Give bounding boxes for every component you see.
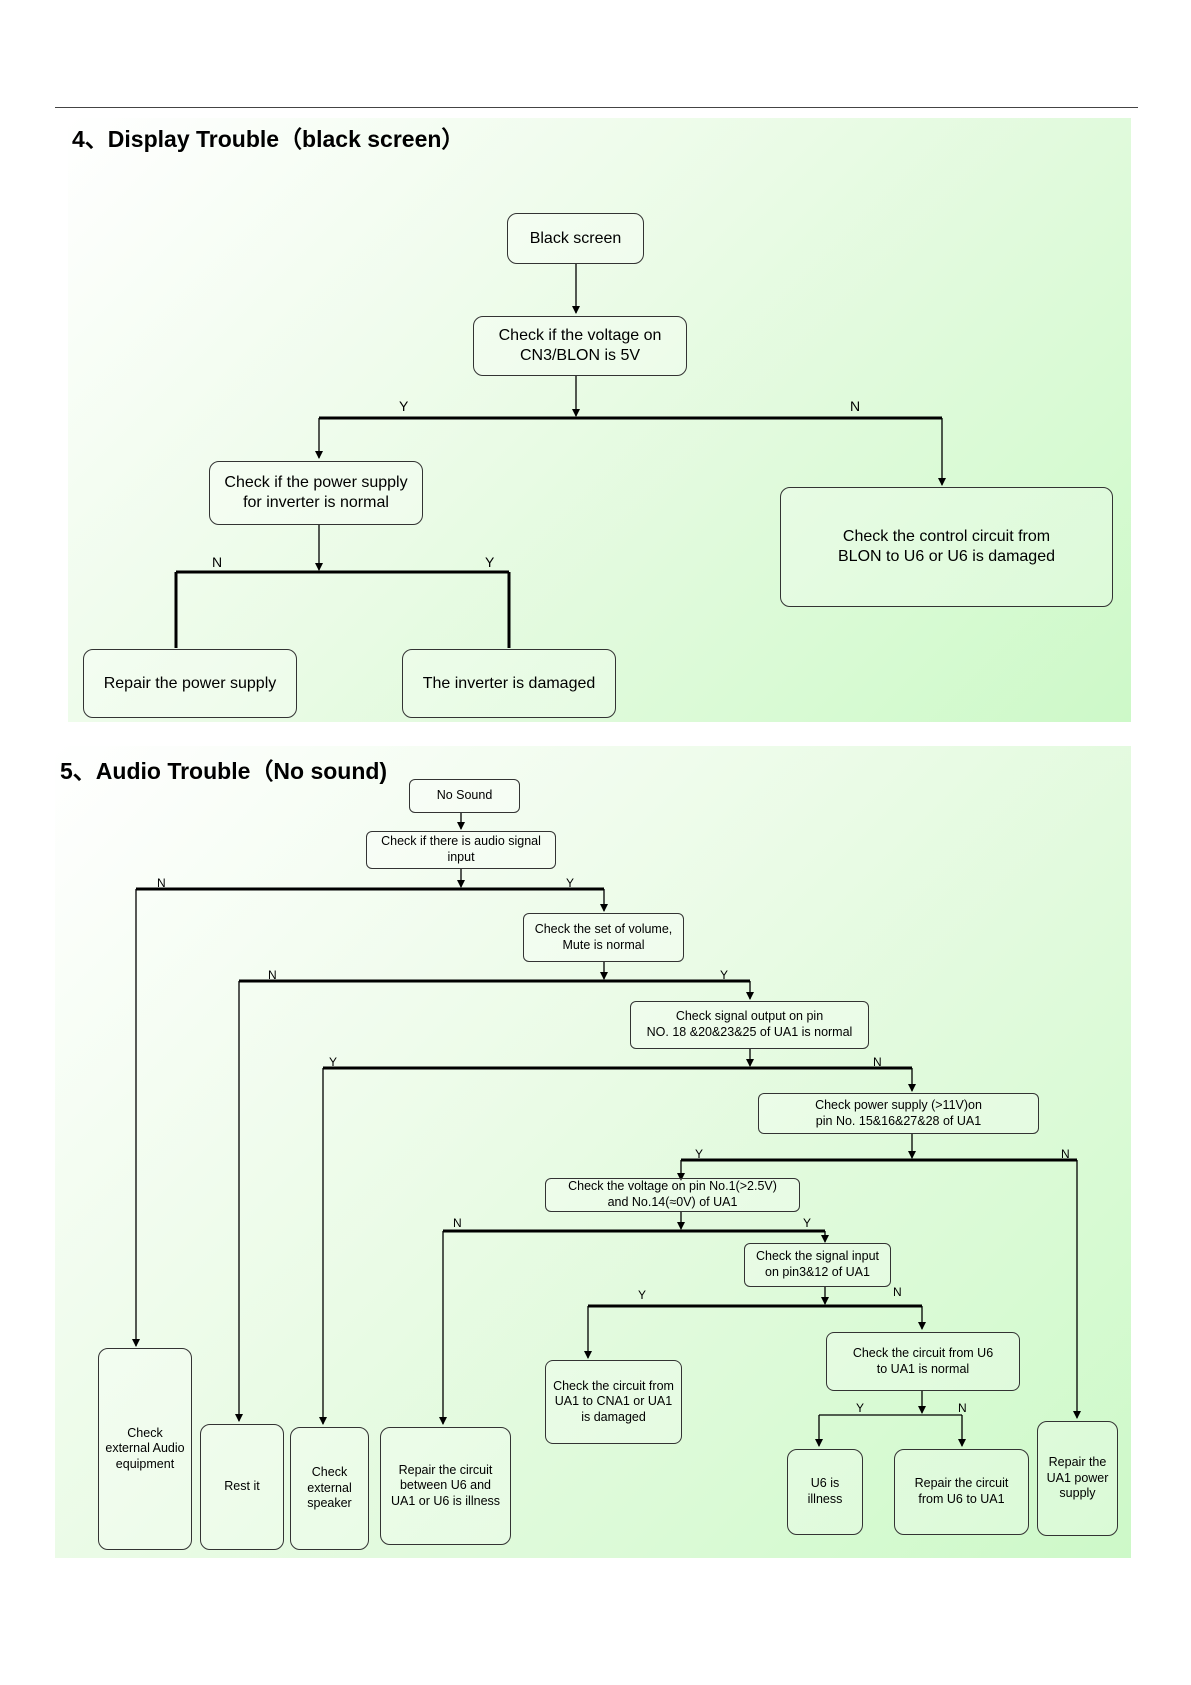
node-check-signal-input-pins: Check the signal input on pin3&12 of UA1 <box>744 1243 891 1287</box>
node-check-circuit-u6-ua1: Check the circuit from U6 to UA1 is norm… <box>826 1332 1020 1391</box>
branch-label-y: Y <box>566 876 575 890</box>
branch-label-y: Y <box>638 1288 647 1302</box>
node-check-audio-signal-input: Check if there is audio signal input <box>366 831 556 869</box>
node-check-voltage-cn3-blon: Check if the voltage on CN3/BLON is 5V <box>473 316 687 376</box>
branch-label-y: Y <box>856 1401 865 1415</box>
node-check-circuit-ua1-cna1: Check the circuit from UA1 to CNA1 or UA… <box>545 1360 682 1444</box>
branch-label-n: N <box>212 554 223 570</box>
branch-label-n: N <box>157 876 166 890</box>
node-rest-it: Rest it <box>200 1424 284 1550</box>
node-check-external-speaker: Check external speaker <box>290 1427 369 1550</box>
node-u6-illness: U6 is illness <box>787 1449 863 1535</box>
node-check-volume-mute: Check the set of volume, Mute is normal <box>523 913 684 962</box>
node-black-screen: Black screen <box>507 213 644 264</box>
node-repair-circuit-between-u6-ua1: Repair the circuit between U6 and UA1 or… <box>380 1427 511 1545</box>
section4-heading: 4、Display Trouble（black screen） <box>72 126 465 152</box>
branch-label-n: N <box>850 398 861 414</box>
section4-panel <box>68 118 1131 722</box>
node-check-external-audio-equipment: Check external Audio equipment <box>98 1348 192 1550</box>
branch-label-n: N <box>958 1401 967 1415</box>
top-rule <box>55 107 1138 108</box>
branch-label-n: N <box>873 1055 882 1069</box>
node-check-control-circuit: Check the control circuit from BLON to U… <box>780 487 1113 607</box>
branch-label-y: Y <box>695 1147 704 1161</box>
branch-label-y: Y <box>399 398 409 414</box>
section5-panel <box>55 746 1131 1558</box>
node-no-sound: No Sound <box>409 779 520 813</box>
node-inverter-damaged: The inverter is damaged <box>402 649 616 718</box>
branch-label-n: N <box>1061 1147 1070 1161</box>
node-repair-circuit-u6-to-ua1: Repair the circuit from U6 to UA1 <box>894 1449 1029 1535</box>
node-check-power-supply-inverter: Check if the power supply for inverter i… <box>209 461 423 525</box>
branch-label-y: Y <box>720 968 729 982</box>
branch-label-n: N <box>893 1285 902 1299</box>
branch-label-y: Y <box>329 1055 338 1069</box>
node-check-signal-output-pins: Check signal output on pin NO. 18 &20&23… <box>630 1001 869 1049</box>
section5-heading: 5、Audio Trouble（No sound) <box>60 758 388 784</box>
node-check-voltage-pin1-pin14: Check the voltage on pin No.1(>2.5V) and… <box>545 1178 800 1212</box>
branch-label-n: N <box>453 1216 462 1230</box>
node-repair-ua1-power-supply: Repair the UA1 power supply <box>1037 1421 1118 1536</box>
branch-label-y: Y <box>803 1216 812 1230</box>
node-repair-power-supply: Repair the power supply <box>83 649 297 718</box>
branch-label-y: Y <box>485 554 495 570</box>
node-check-power-supply-ua1: Check power supply (>11V)on pin No. 15&1… <box>758 1093 1039 1134</box>
branch-label-n: N <box>268 968 277 982</box>
